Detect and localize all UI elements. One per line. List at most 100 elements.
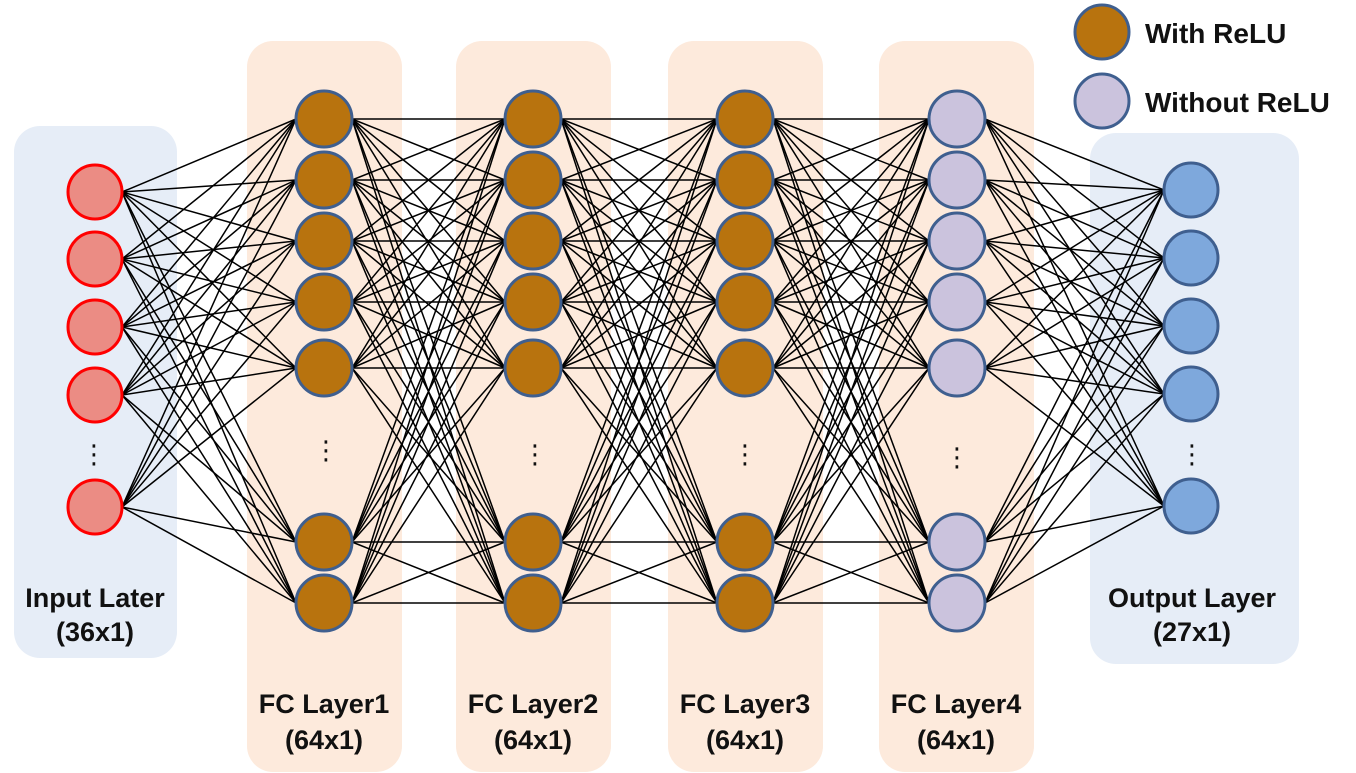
fc-layer1-ellipsis: ⋮ xyxy=(313,435,339,465)
connection-fc3-5-to-fc4-0 xyxy=(772,118,930,543)
fc3-node-4 xyxy=(715,272,775,332)
relu-node-icon xyxy=(1073,3,1131,61)
connection-fc3-6-to-fc4-1 xyxy=(772,179,930,604)
input-node-4 xyxy=(66,366,124,424)
connection-input-4-to-fc1-3 xyxy=(121,301,297,508)
fc2-node-1 xyxy=(503,89,563,149)
connection-input-1-to-fc1-2 xyxy=(121,240,297,260)
connection-input-4-to-fc1-0 xyxy=(121,118,297,508)
fc4-node-4 xyxy=(927,272,987,332)
connection-input-0-to-fc1-0 xyxy=(121,118,297,193)
connection-input-4-to-fc1-1 xyxy=(121,179,297,508)
fc1-node-4 xyxy=(294,272,354,332)
connection-input-0-to-fc1-5 xyxy=(121,191,297,543)
connection-fc3-6-to-fc4-0 xyxy=(772,118,930,604)
layer-labels: Input Later (36x1) FC Layer1 (64x1) FC L… xyxy=(25,583,1276,755)
connection-fc2-6-to-fc3-1 xyxy=(560,179,718,604)
connection-fc2-6-to-fc3-3 xyxy=(560,301,718,604)
connection-input-2-to-fc1-0 xyxy=(121,118,297,328)
connection-input-0-to-fc1-2 xyxy=(121,191,297,242)
connection-fc3-4-to-fc4-3 xyxy=(772,301,930,369)
connection-fc1-6-to-fc2-2 xyxy=(351,240,506,604)
nodes xyxy=(66,89,1220,633)
output-node-2 xyxy=(1162,229,1220,287)
fc3-node-6 xyxy=(715,512,775,572)
connection-fc2-6-to-fc3-4 xyxy=(560,367,718,604)
fc-layer2-size: (64x1) xyxy=(494,725,572,755)
connection-fc4-5-to-output-2 xyxy=(984,325,1165,543)
connection-fc4-3-to-output-3 xyxy=(984,301,1165,395)
connection-input-3-to-fc1-5 xyxy=(121,394,297,543)
fc1-node-1 xyxy=(294,89,354,149)
connection-fc2-3-to-fc3-0 xyxy=(560,118,718,303)
connection-fc3-4-to-fc4-1 xyxy=(772,179,930,369)
connection-fc1-4-to-fc2-2 xyxy=(351,240,506,369)
fc-layer3-ellipsis: ⋮ xyxy=(732,439,758,469)
output-node-5 xyxy=(1162,477,1220,535)
fc-layer3-panel xyxy=(668,41,823,772)
connection-fc4-0-to-output-3 xyxy=(984,118,1165,395)
connection-fc2-2-to-fc3-0 xyxy=(560,118,718,242)
connection-input-2-to-fc1-5 xyxy=(121,326,297,543)
connection-input-2-to-fc1-4 xyxy=(121,326,297,369)
fc-layer1-name: FC Layer1 xyxy=(259,689,390,719)
connection-input-1-to-fc1-5 xyxy=(121,258,297,543)
connection-fc4-3-to-output-0 xyxy=(984,189,1165,303)
connection-fc4-6-to-output-2 xyxy=(984,325,1165,604)
connection-fc2-5-to-fc3-0 xyxy=(560,118,718,543)
fc-layer2-name: FC Layer2 xyxy=(468,689,599,719)
connection-input-0-to-fc1-6 xyxy=(121,191,297,604)
connection-fc4-6-to-output-1 xyxy=(984,257,1165,604)
fc1-node-2 xyxy=(294,150,354,210)
connection-fc3-6-to-fc4-2 xyxy=(772,240,930,604)
fc3-node-2 xyxy=(715,150,775,210)
connection-fc4-0-to-output-1 xyxy=(984,118,1165,259)
output-node-3 xyxy=(1162,297,1220,355)
connection-fc2-6-to-fc3-5 xyxy=(560,541,718,604)
connection-fc3-1-to-fc4-0 xyxy=(772,118,930,181)
fc-layer4-name: FC Layer4 xyxy=(891,689,1022,719)
connection-input-4-to-fc1-2 xyxy=(121,240,297,508)
fc4-node-1 xyxy=(927,89,987,149)
connection-fc4-4-to-output-2 xyxy=(984,325,1165,369)
fc1-node-5 xyxy=(294,338,354,398)
connection-fc4-0-to-output-2 xyxy=(984,118,1165,327)
connection-fc1-4-to-fc2-3 xyxy=(351,301,506,369)
output-layer-name: Output Layer xyxy=(1108,583,1277,613)
fc3-node-3 xyxy=(715,211,775,271)
fc3-node-1 xyxy=(715,89,775,149)
input-node-2 xyxy=(66,230,124,288)
connection-fc4-3-to-output-4 xyxy=(984,301,1165,507)
connection-fc4-1-to-output-4 xyxy=(984,179,1165,507)
fc3-node-7 xyxy=(715,573,775,633)
input-layer-name: Input Later xyxy=(25,583,165,613)
connection-input-3-to-fc1-0 xyxy=(121,118,297,396)
connection-fc2-4-to-fc3-3 xyxy=(560,301,718,369)
connection-fc4-1-to-output-0 xyxy=(984,179,1165,191)
fc-layer4-panel xyxy=(879,41,1034,772)
connection-fc4-5-to-output-1 xyxy=(984,257,1165,543)
fc-layer3-name: FC Layer3 xyxy=(680,689,811,719)
fc2-node-2 xyxy=(503,150,563,210)
ellipses: ⋮ ⋮ ⋮ ⋮ ⋮ ⋮ xyxy=(81,435,1205,472)
connection-fc3-5-to-fc4-4 xyxy=(772,367,930,543)
connection-fc4-2-to-output-4 xyxy=(984,240,1165,507)
connection-fc2-4-to-fc3-2 xyxy=(560,240,718,369)
output-node-1 xyxy=(1162,161,1220,219)
fc4-node-5 xyxy=(927,338,987,398)
connection-fc2-1-to-fc3-0 xyxy=(560,118,718,181)
connection-input-4-to-fc1-6 xyxy=(121,506,297,604)
connection-fc4-1-to-output-3 xyxy=(984,179,1165,395)
input-layer-ellipsis: ⋮ xyxy=(81,439,107,469)
connection-fc4-1-to-output-1 xyxy=(984,179,1165,259)
fc2-node-3 xyxy=(503,211,563,271)
connection-fc2-4-to-fc3-1 xyxy=(560,179,718,369)
connection-fc4-5-to-output-3 xyxy=(984,393,1165,543)
connection-fc4-4-to-output-1 xyxy=(984,257,1165,369)
output-layer-size: (27x1) xyxy=(1153,617,1231,647)
connection-fc4-2-to-output-0 xyxy=(984,189,1165,242)
fc2-node-6 xyxy=(503,512,563,572)
input-node-5 xyxy=(66,478,124,536)
connection-fc3-6-to-fc4-5 xyxy=(772,541,930,604)
